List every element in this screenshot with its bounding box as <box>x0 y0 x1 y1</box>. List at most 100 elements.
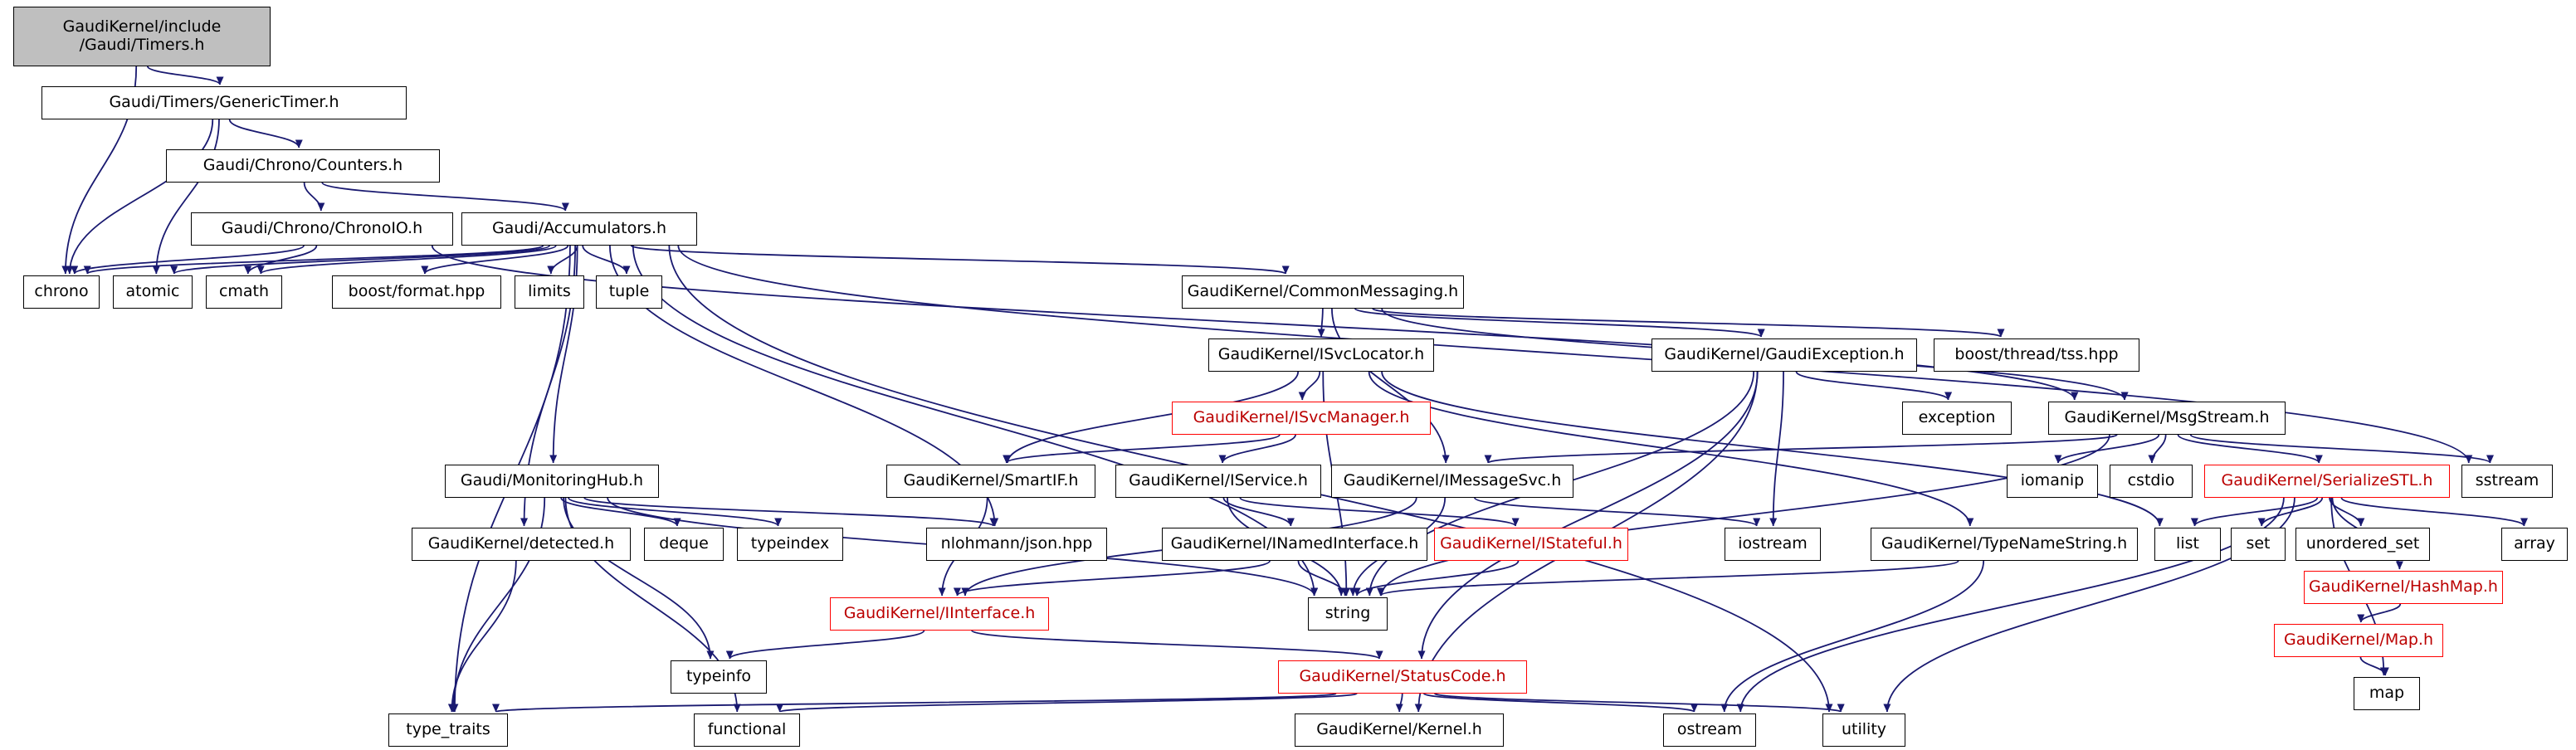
graph-node-exception[interactable]: exception <box>1902 402 2012 435</box>
graph-node-typeindex[interactable]: typeindex <box>737 528 843 561</box>
edge-serializestl-to-unordered_set <box>2329 497 2365 527</box>
graph-node-cstdio[interactable]: cstdio <box>2110 465 2193 498</box>
edge-statuscode-to-utility <box>1434 693 1845 713</box>
graph-node-map_h[interactable]: GaudiKernel/Map.h <box>2274 624 2443 657</box>
graph-node-detected[interactable]: GaudiKernel/detected.h <box>412 528 631 561</box>
graph-node-functional[interactable]: functional <box>694 713 800 747</box>
edge-statuscode-to-ostream <box>1423 693 1698 713</box>
edge-iinterface-to-statuscode <box>971 630 1383 660</box>
graph-node-statuscode[interactable]: GaudiKernel/StatusCode.h <box>1278 660 1527 694</box>
graph-node-iostream[interactable]: iostream <box>1725 528 1821 561</box>
edge-isvclocator-to-list <box>1381 371 2164 527</box>
graph-node-label-line: /Gaudi/Timers.h <box>79 36 205 54</box>
graph-node-accumulators[interactable]: Gaudi/Accumulators.h <box>461 212 697 246</box>
edge-inamedinterface-to-string <box>1297 560 1349 597</box>
graph-node-boost_format[interactable]: boost/format.hpp <box>332 275 501 309</box>
edge-common_messaging-to-gaudiexception <box>1354 308 1765 338</box>
edge-accumulators-to-atomic <box>170 245 550 275</box>
graph-node-type_traits[interactable]: type_traits <box>388 713 508 747</box>
edge-generic_timer-to-counters <box>228 119 303 149</box>
edge-typenamestring-to-string <box>1377 560 1959 597</box>
edge-accumulators-to-chrono <box>84 245 544 275</box>
edge-msgstream-to-iomanip <box>2054 434 2160 464</box>
graph-node-unordered_set[interactable]: unordered_set <box>2295 528 2430 561</box>
edge-statuscode-to-kernel <box>1395 693 1403 713</box>
graph-node-iinterface[interactable]: GaudiKernel/IInterface.h <box>830 597 1049 631</box>
edge-isvclocator-to-isvcmanager <box>1298 371 1321 401</box>
edge-serializestl-to-list <box>2190 497 2319 527</box>
graph-node-typenamestring[interactable]: GaudiKernel/TypeNameString.h <box>1871 528 2138 561</box>
graph-node-chrono[interactable]: chrono <box>23 275 100 309</box>
edge-monitoringhub-to-typeindex <box>568 497 782 527</box>
graph-node-ostream[interactable]: ostream <box>1663 713 1756 747</box>
graph-node-cmath[interactable]: cmath <box>206 275 282 309</box>
edge-imessagesvc-to-iostream <box>1474 497 1760 527</box>
edge-accumulators-to-tuple <box>582 245 631 275</box>
edge-accumulators-to-common_messaging <box>630 245 1290 275</box>
graph-node-kernel[interactable]: GaudiKernel/Kernel.h <box>1295 713 1504 747</box>
edge-typenamestring-to-ostream <box>1720 560 1985 713</box>
edge-accumulators-to-sstream <box>677 245 2473 464</box>
graph-node-iomanip[interactable]: iomanip <box>2007 465 2098 498</box>
graph-node-deque[interactable]: deque <box>644 528 724 561</box>
graph-node-json[interactable]: nlohmann/json.hpp <box>926 528 1107 561</box>
graph-node-tuple[interactable]: tuple <box>596 275 662 309</box>
graph-node-serializestl[interactable]: GaudiKernel/SerializeSTL.h <box>2204 465 2450 498</box>
edge-gaudiexception-to-statuscode <box>1417 371 1759 660</box>
graph-node-label-line: GaudiKernel/include <box>62 17 222 37</box>
edge-serializestl-to-array <box>2340 497 2528 527</box>
graph-node-array[interactable]: array <box>2501 528 2568 561</box>
edge-chronoio-to-cmath <box>244 245 318 275</box>
graph-node-list[interactable]: list <box>2154 528 2221 561</box>
edge-counters-to-chronoio <box>303 182 325 212</box>
graph-node-counters[interactable]: Gaudi/Chrono/Counters.h <box>166 149 440 183</box>
graph-node-string[interactable]: string <box>1308 597 1388 631</box>
graph-node-istateful[interactable]: GaudiKernel/IStateful.h <box>1434 528 1628 561</box>
graph-node-map[interactable]: map <box>2354 677 2420 710</box>
graph-node-inamedinterface[interactable]: GaudiKernel/INamedInterface.h <box>1162 528 1427 561</box>
graph-node-set[interactable]: set <box>2231 528 2286 561</box>
edge-msgstream-to-sstream <box>2189 434 2494 464</box>
graph-node-timers[interactable]: GaudiKernel/include/Gaudi/Timers.h <box>13 7 271 66</box>
graph-node-boost_tss[interactable]: boost/thread/tss.hpp <box>1934 338 2139 372</box>
edge-timers-to-generic_timer <box>147 66 224 85</box>
edge-isvcmanager-to-smartif <box>1003 434 1281 464</box>
edge-isvclocator-to-typenamestring <box>1368 371 1974 527</box>
graph-node-chronoio[interactable]: Gaudi/Chrono/ChronoIO.h <box>191 212 453 246</box>
graph-node-generic_timer[interactable]: Gaudi/Timers/GenericTimer.h <box>41 86 407 119</box>
edge-detected-to-type_traits <box>447 560 517 713</box>
graph-node-common_messaging[interactable]: GaudiKernel/CommonMessaging.h <box>1182 275 1464 309</box>
edge-iservice-to-istateful <box>1239 497 1520 527</box>
graph-node-limits[interactable]: limits <box>515 275 584 309</box>
edge-gaudiexception-to-iostream <box>1769 371 1784 527</box>
edge-msgstream-to-string <box>1377 434 2110 597</box>
graph-node-smartif[interactable]: GaudiKernel/SmartIF.h <box>886 465 1095 498</box>
graph-node-atomic[interactable]: atomic <box>113 275 193 309</box>
graph-node-typeinfo[interactable]: typeinfo <box>671 660 767 694</box>
edge-inamedinterface-to-iinterface <box>954 560 1271 597</box>
edge-monitoringhub-to-json <box>583 497 998 527</box>
graph-node-msgstream[interactable]: GaudiKernel/MsgStream.h <box>2048 402 2286 435</box>
edge-common_messaging-to-isvclocator <box>1317 308 1325 338</box>
graph-node-monitoringhub[interactable]: Gaudi/MonitoringHub.h <box>445 465 659 498</box>
graph-node-imessagesvc[interactable]: GaudiKernel/IMessageSvc.h <box>1331 465 1573 498</box>
graph-node-iservice[interactable]: GaudiKernel/IService.h <box>1115 465 1321 498</box>
graph-node-gaudiexception[interactable]: GaudiKernel/GaudiException.h <box>1651 338 1917 372</box>
edge-accumulators-to-boost_format <box>421 245 569 275</box>
edge-istateful-to-string <box>1353 560 1520 597</box>
graph-node-sstream[interactable]: sstream <box>2461 465 2553 498</box>
edge-statuscode-to-functional <box>776 693 1358 713</box>
graph-node-utility[interactable]: utility <box>1822 713 1905 747</box>
edge-msgstream-to-cstdio <box>2148 434 2167 464</box>
edge-accumulators-to-limits <box>547 245 578 275</box>
graph-node-isvclocator[interactable]: GaudiKernel/ISvcLocator.h <box>1208 338 1434 372</box>
graph-node-isvcmanager[interactable]: GaudiKernel/ISvcManager.h <box>1172 402 1431 435</box>
edge-generic_timer-to-atomic <box>152 119 220 275</box>
edge-statuscode-to-type_traits <box>492 693 1337 713</box>
edge-hashmap-to-map_h <box>2357 603 2402 623</box>
edge-accumulators-to-cmath <box>256 245 557 275</box>
edge-map_h-to-map <box>2359 656 2389 676</box>
edge-common_messaging-to-imessagesvc <box>1331 308 1450 464</box>
graph-node-hashmap[interactable]: GaudiKernel/HashMap.h <box>2304 571 2503 604</box>
edge-msgstream-to-serializestl <box>2177 434 2323 464</box>
